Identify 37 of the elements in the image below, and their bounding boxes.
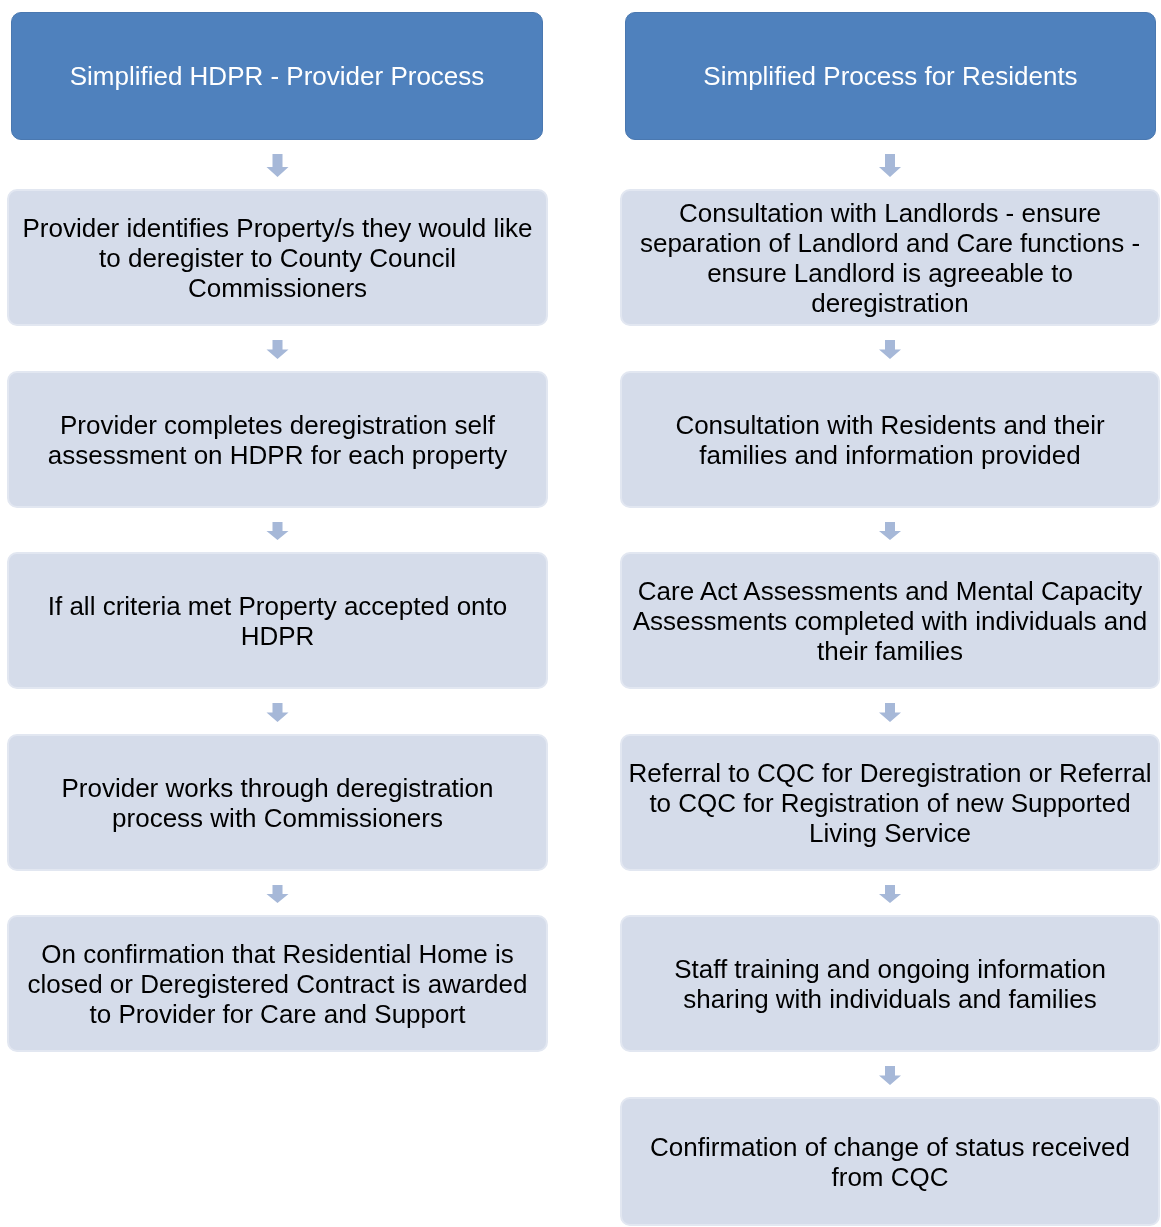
box-text: On confirmation that Residential Home is closed or Deregistered Contract is awarded to Provider for Care and Support <box>26 938 529 1029</box>
header-box <box>625 12 1156 140</box>
box-text: Care Act Assessments and Mental Capacity Assessments completed with individuals and their families <box>631 575 1149 666</box>
box-text: If all criteria met Property accepted onto HDPR <box>46 590 509 651</box>
arrow <box>879 885 901 903</box>
box-text: Consultation with Residents and their families and information provided <box>674 409 1106 470</box>
process-box <box>620 734 1160 871</box>
process-box <box>7 734 548 871</box>
box-text: Simplified HDPR - Provider Process <box>69 60 485 92</box>
arrow <box>266 522 289 540</box>
box-text: Consultation with Landlords - ensure separation of Landlord and Care functions - ensure Landlord is agreeable to deregistration <box>638 197 1142 318</box>
process-box <box>620 552 1160 689</box>
process-box <box>7 189 548 326</box>
process-box <box>620 915 1160 1052</box>
box-text: Provider completes deregistration self assessment on HDPR for each property <box>46 409 509 470</box>
arrow <box>879 522 901 540</box>
box-text: Referral to CQC for Deregistration or Referral to CQC for Registration of new Supported Living Service <box>628 757 1152 848</box>
arrow <box>879 703 901 722</box>
process-box <box>7 371 548 508</box>
arrow <box>266 340 289 359</box>
arrow <box>879 1066 901 1085</box>
box-text: Provider works through deregistration process with Commissioners <box>60 772 495 833</box>
box-text: Simplified Process for Residents <box>703 60 1078 92</box>
process-box <box>620 1097 1160 1226</box>
box-text: Confirmation of change of status received from CQC <box>649 1131 1131 1192</box>
arrow <box>266 154 289 177</box>
header-box <box>11 12 543 140</box>
arrow <box>266 885 289 903</box>
process-box <box>620 371 1160 508</box>
arrow <box>266 703 289 722</box>
box-text: Staff training and ongoing information sharing with individuals and families <box>673 953 1107 1014</box>
process-box <box>620 189 1160 326</box>
arrow <box>879 340 901 359</box>
box-text: Provider identifies Property/s they would like to deregister to County Council Commissioners <box>21 212 534 303</box>
arrow <box>879 154 901 177</box>
process-box <box>7 915 548 1052</box>
process-box <box>7 552 548 689</box>
